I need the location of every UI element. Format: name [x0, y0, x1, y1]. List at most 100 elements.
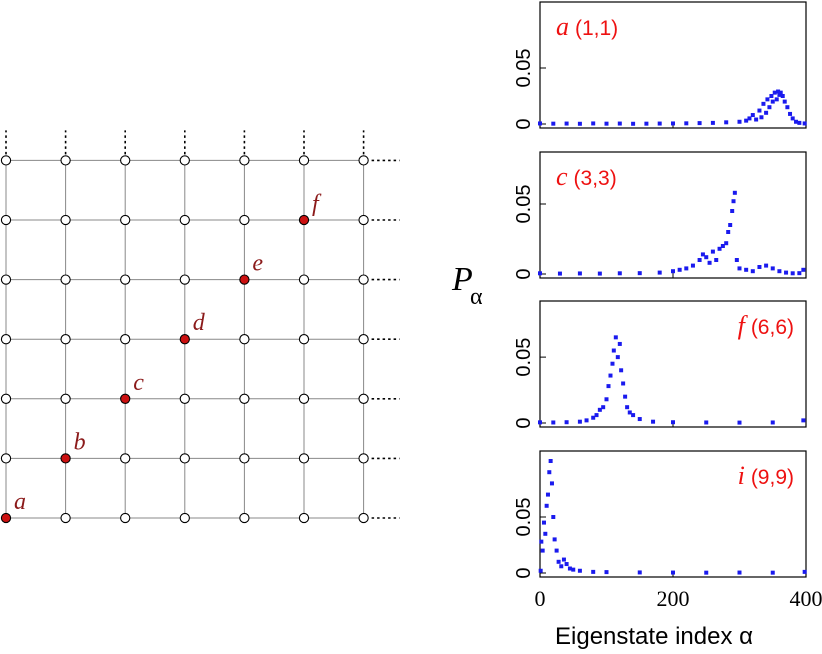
data-point: [790, 116, 795, 121]
data-point: [677, 267, 682, 272]
site-label-f: f: [312, 191, 322, 217]
data-point: [697, 121, 702, 126]
panel-site-coords: (6,6): [751, 316, 794, 339]
site-label-b: b: [74, 429, 86, 455]
lattice-site: [0, 214, 12, 226]
lattice-site: [120, 334, 131, 345]
data-point: [571, 567, 576, 572]
data-point: [613, 335, 618, 340]
lattice-site: [179, 453, 190, 464]
data-point: [782, 99, 787, 104]
data-point: [625, 405, 630, 410]
lattice-site: [179, 274, 190, 285]
data-point: [754, 117, 759, 122]
data-point: [778, 90, 783, 95]
panel-site-coords: (3,3): [574, 167, 617, 190]
lattice-site: [239, 334, 250, 345]
y-tick-label: 0: [513, 567, 535, 578]
y-axis-label-subscript: α: [470, 284, 483, 310]
panel-site-letter: f: [738, 311, 749, 340]
lattice-site-highlighted: [120, 393, 131, 404]
data-point: [545, 492, 550, 497]
data-point: [591, 415, 596, 420]
data-point: [737, 266, 742, 271]
data-point: [671, 420, 675, 425]
lattice-site: [0, 393, 12, 404]
data-point: [541, 520, 546, 525]
data-point: [801, 418, 806, 423]
data-point: [549, 481, 554, 486]
lattice-site: [0, 334, 12, 345]
lattice-site-highlighted: [0, 512, 12, 524]
lattice-site: [60, 214, 71, 226]
lattice-site: [239, 512, 250, 524]
data-point: [697, 258, 702, 262]
lattice-site: [358, 393, 369, 404]
data-point: [617, 271, 622, 276]
data-point: [551, 121, 556, 126]
data-point: [577, 419, 582, 424]
data-point: [770, 420, 775, 425]
data-point: [671, 269, 675, 274]
data-point: [644, 121, 649, 126]
data-point: [704, 255, 709, 260]
data-point: [621, 381, 626, 386]
data-point: [772, 90, 777, 95]
panel-a: 00.05a(1,1): [513, 1, 807, 130]
y-tick-label: 0: [513, 118, 535, 129]
panel-site-coords: (9,9): [751, 466, 794, 489]
data-point: [559, 564, 564, 569]
data-point: [597, 407, 602, 412]
data-point: [744, 118, 749, 123]
lattice-site: [239, 393, 250, 404]
plots-area: 00.05a(1,1)00.05c(3,3)00.05f(6,6)00.05i(…: [513, 1, 822, 611]
data-point: [767, 105, 772, 110]
data-point: [780, 94, 785, 98]
x-tick-label: 0: [535, 586, 546, 611]
data-point: [637, 271, 642, 276]
data-point: [604, 121, 609, 126]
data-point: [564, 562, 569, 567]
data-point: [538, 271, 542, 276]
data-point: [720, 244, 725, 248]
data-point: [657, 270, 662, 275]
data-point: [623, 394, 628, 399]
data-point: [610, 361, 615, 366]
data-point: [710, 120, 715, 125]
panel-label-i: i (9,9): [738, 461, 794, 490]
lattice-site: [358, 334, 369, 345]
lattice-site-highlighted: [239, 274, 250, 285]
data-point: [601, 405, 606, 410]
data-point: [577, 121, 582, 126]
data-point: [770, 99, 775, 104]
data-point: [671, 570, 675, 575]
lattice-site: [120, 512, 131, 524]
data-point: [690, 263, 695, 268]
data-point: [671, 121, 675, 126]
data-point: [540, 548, 545, 553]
data-point: [724, 120, 729, 125]
lattice-site: [60, 393, 71, 404]
lattice-site: [179, 155, 190, 166]
data-point: [710, 249, 715, 254]
site-label-d: d: [193, 310, 206, 336]
data-point: [761, 101, 766, 106]
data-point: [750, 113, 755, 118]
panel-site-letter: i: [738, 461, 745, 490]
data-point: [631, 121, 636, 126]
y-tick-label: 0: [513, 268, 535, 279]
lattice-site: [358, 274, 369, 285]
data-point: [769, 94, 774, 98]
data-point: [734, 258, 739, 262]
data-point: [757, 108, 762, 113]
data-point: [594, 413, 599, 418]
data-point: [611, 348, 616, 353]
data-point: [744, 267, 749, 272]
lattice-site: [60, 334, 71, 345]
lattice-site: [0, 155, 12, 166]
lattice-site: [120, 453, 131, 464]
data-point: [617, 121, 622, 126]
data-point: [777, 269, 782, 274]
